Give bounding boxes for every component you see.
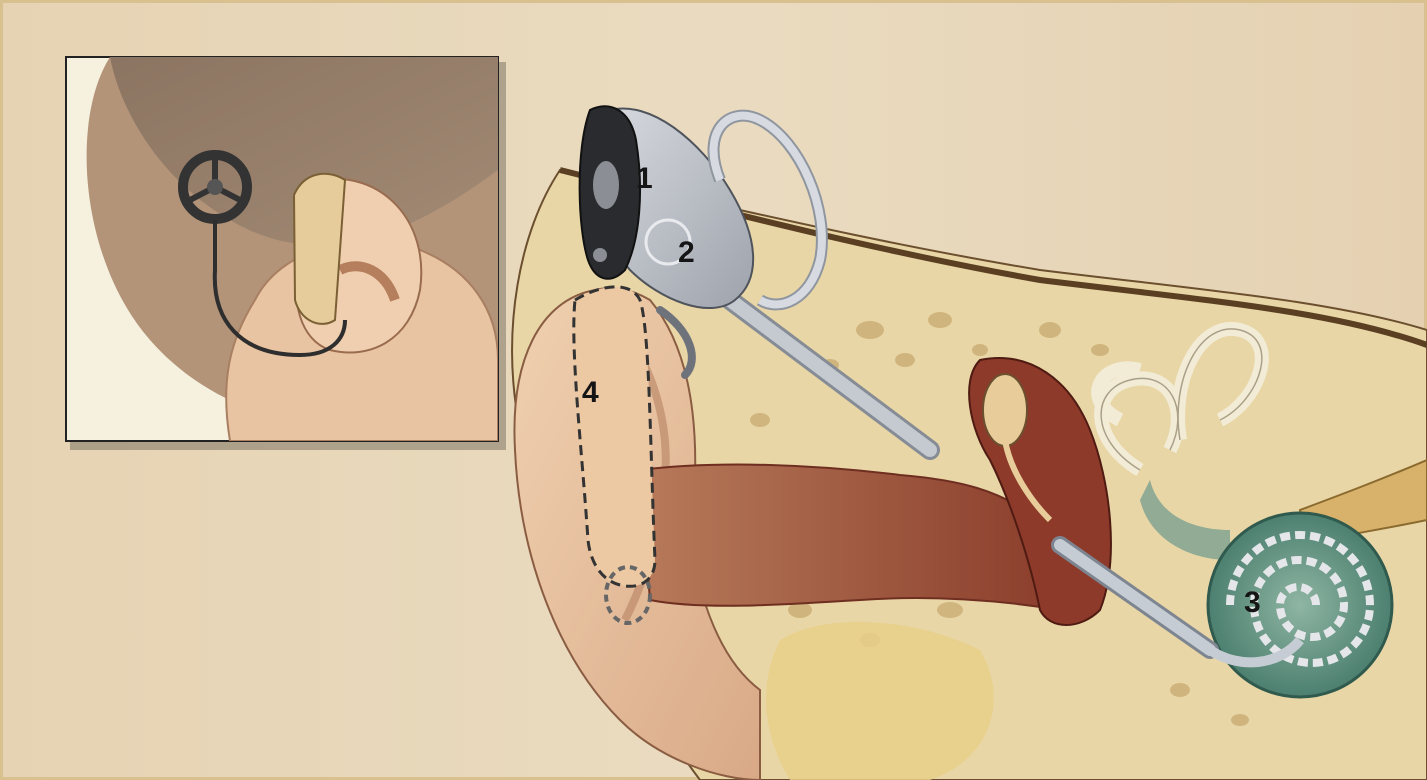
label-2: 2 (678, 236, 695, 269)
label-1: 1 (636, 162, 653, 195)
inset-head-icon (66, 57, 506, 450)
label-4: 4 (582, 376, 599, 409)
label-3: 3 (1244, 586, 1261, 619)
